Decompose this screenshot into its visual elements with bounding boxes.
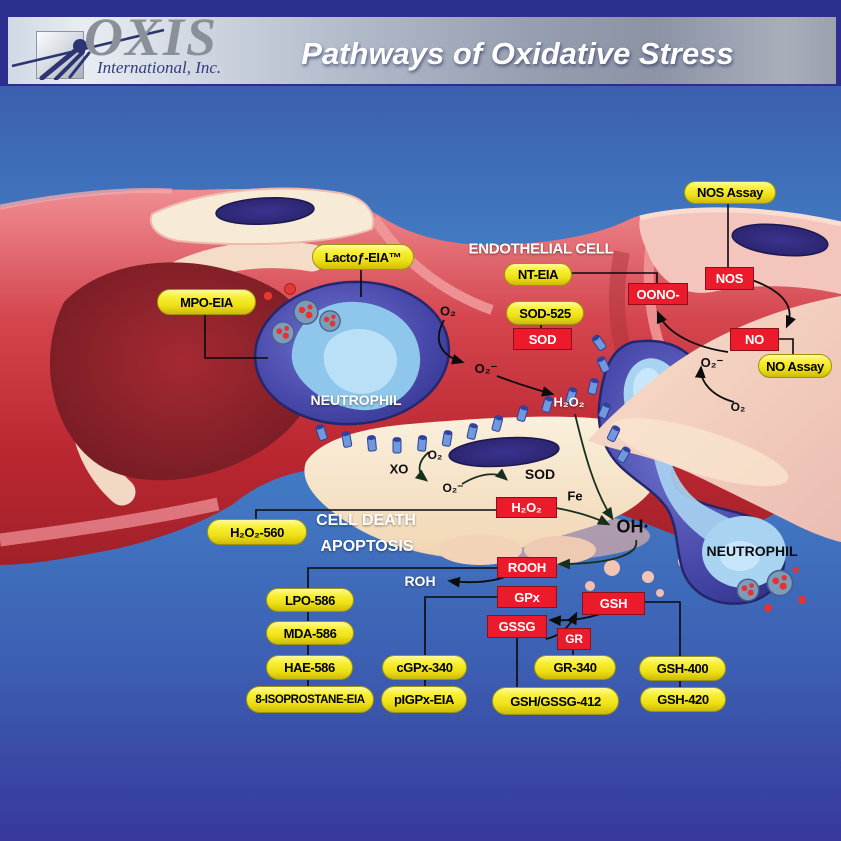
line-lpo-rooh	[307, 567, 497, 588]
label-o2-left: O₂	[440, 303, 456, 319]
box-gsh: GSH	[582, 592, 645, 615]
label-superoxide-right: O₂⁻	[700, 355, 724, 370]
pill-gsh-420: GSH-420	[640, 687, 726, 712]
nucleus-top-right	[731, 223, 829, 257]
pill-h2o2-560: H₂O₂-560	[207, 519, 307, 545]
page-title: Pathways of Oxidative Stress	[301, 36, 734, 71]
arrow-o2-to-superoxide-right	[694, 365, 735, 403]
vessel-lumen	[49, 262, 318, 481]
label-roh: ROH	[404, 573, 436, 589]
pill-nos-assay: NOS Assay	[684, 181, 776, 204]
box-sod: SOD	[513, 328, 572, 350]
arrow-superoxide-to-h2o2	[496, 375, 555, 397]
label-sod-enzyme: SOD	[524, 466, 556, 482]
pill-lpo-586: LPO-586	[266, 588, 354, 612]
label-superoxide-left: O₂⁻	[474, 361, 498, 376]
label-xo: XO	[389, 461, 409, 477]
arrow-h2o2box-to-oh	[555, 507, 611, 526]
label-apoptosis: APOPTOSIS	[320, 538, 414, 555]
arrow-superoxide-sod-to-h2o2	[461, 468, 509, 485]
label-neutrophil-left: NEUTROPHIL	[310, 392, 402, 408]
box-gpx: GPx	[497, 586, 557, 608]
label-neutrophil-right: NEUTROPHIL	[706, 543, 798, 559]
pill-mpo-eia: MPO-EIA	[157, 289, 256, 315]
pill-gsh-400: GSH-400	[639, 656, 726, 681]
oxis-wordmark: OXIS	[84, 7, 219, 67]
nucleus-top-left	[215, 197, 315, 225]
label-oh-radical: OH·	[616, 516, 650, 537]
pill-lactof-eia: Lactoƒ-EIA™	[312, 244, 414, 270]
pill-nt-eia: NT-EIA	[504, 263, 572, 286]
box-rooh: ROOH	[497, 557, 557, 578]
arrow-nos-to-no	[751, 279, 796, 329]
pill-gr-340: GR-340	[534, 655, 616, 680]
oxis-swoosh-icon	[11, 28, 165, 80]
pill-cgpx-340: cGPx-340	[382, 655, 467, 680]
label-cell-death: CELL DEATH	[316, 512, 416, 529]
arrow-rooh-to-roh	[447, 576, 506, 588]
pill-no-assay: NO Assay	[758, 354, 832, 378]
endothelial-cell-top-left	[149, 187, 375, 246]
label-h2o2-free: H₂O₂	[553, 394, 585, 410]
box-no: NO	[730, 328, 779, 351]
brand-band	[8, 17, 836, 84]
arrow-o2-to-superoxide-left	[438, 319, 465, 365]
arrow-xo-o2-to-superoxide	[414, 451, 430, 482]
line-nteia-oono	[570, 272, 658, 283]
label-o2-xo: O₂	[427, 448, 443, 462]
arrow-no-o2-to-oono	[656, 310, 729, 353]
pill-hae-586: HAE-586	[266, 655, 353, 680]
arrow-h2o2-to-oh	[574, 413, 614, 521]
pill-gsh-gssg-412: GSH/GSSG-412	[492, 687, 619, 715]
box-h2o2: H₂O₂	[496, 497, 557, 518]
neutrophil-left	[253, 280, 451, 426]
label-endothelial-cell: ENDOTHELIAL CELL	[468, 240, 614, 258]
box-oono: OONO-	[628, 283, 688, 305]
pill-sod-525: SOD-525	[506, 301, 584, 325]
oxis-subtitle: International, Inc.	[97, 58, 222, 77]
line-h2o2560-h2o2	[255, 509, 496, 519]
box-nos: NOS	[705, 267, 754, 290]
box-gssg: GSSG	[487, 615, 547, 638]
label-o2-right: O₂	[730, 400, 746, 414]
box-gr: GR	[557, 628, 591, 650]
line-mpo-neutrophil	[204, 313, 268, 359]
pill-mda-586: MDA-586	[266, 621, 354, 645]
reaction-arrows	[414, 279, 796, 640]
arrow-oh-to-rooh	[557, 539, 637, 570]
pill-8-isoprostane-eia: 8-ISOPROSTANE-EIA	[246, 686, 374, 713]
nucleus-center	[448, 436, 560, 468]
endothelial-cell-top-right	[639, 207, 841, 294]
label-fe: Fe	[567, 488, 583, 504]
label-superoxide-xo: O₂⁻	[442, 481, 464, 495]
line-no-noassay	[777, 338, 794, 354]
pill-pigpx-eia: pIGPx-EIA	[381, 686, 467, 713]
